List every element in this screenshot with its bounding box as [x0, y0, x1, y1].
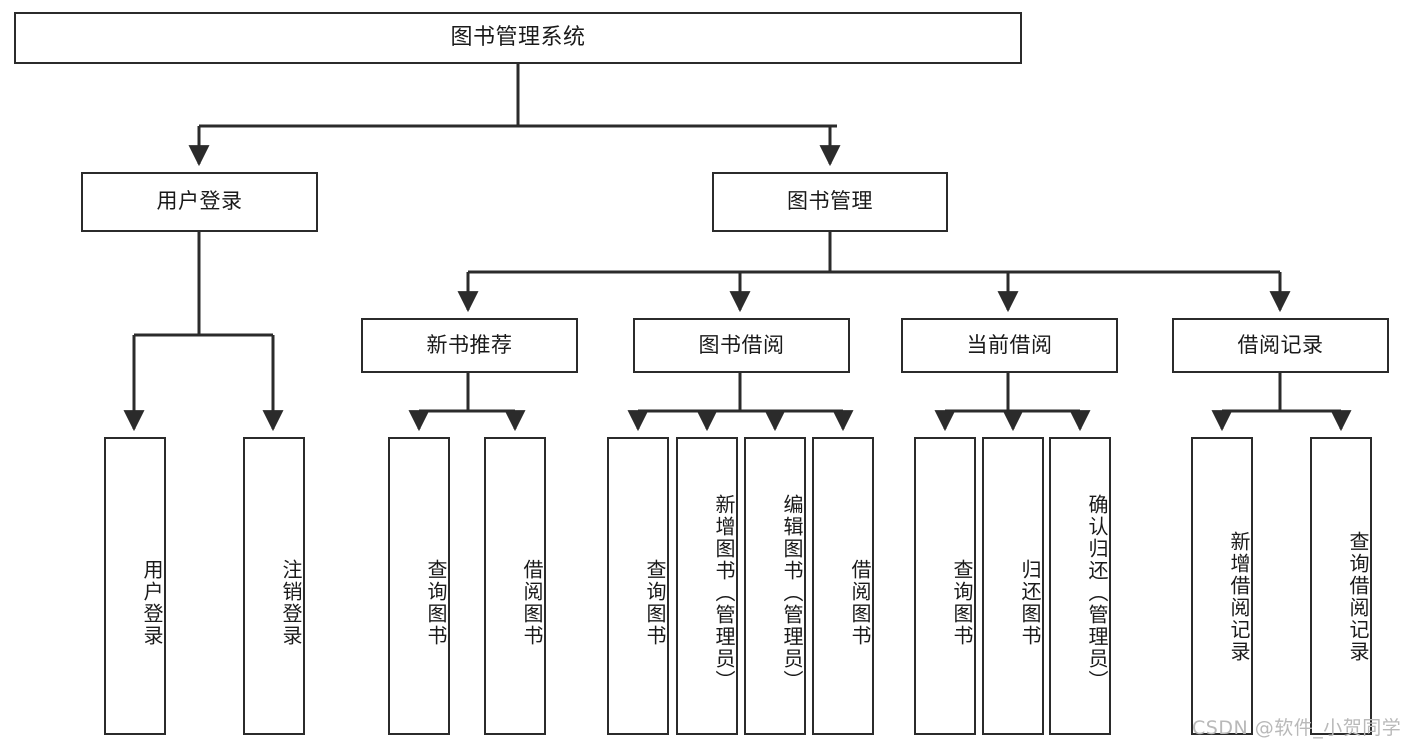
node-leaf-borrow-book-1[interactable]: 借阅图书 [484, 437, 546, 735]
node-user-login[interactable]: 用户登录 [81, 172, 318, 232]
node-leaf-add-record-label: 新增借阅记录 [1227, 531, 1251, 663]
node-leaf-confirm-return[interactable]: 确认归还（管理员） [1049, 437, 1111, 735]
node-leaf-query-book-1[interactable]: 查询图书 [388, 437, 450, 735]
node-current-borrow-label: 当前借阅 [966, 332, 1053, 357]
node-leaf-query-book-1-label: 查询图书 [424, 559, 448, 647]
node-leaf-borrow-book-2-label: 借阅图书 [848, 559, 872, 647]
node-leaf-user-login[interactable]: 用户登录 [104, 437, 166, 735]
node-book-borrow-label: 图书借阅 [698, 332, 785, 357]
node-leaf-user-login-label: 用户登录 [140, 559, 164, 647]
node-new-book-rec-label: 新书推荐 [426, 332, 513, 357]
node-current-borrow[interactable]: 当前借阅 [901, 318, 1118, 373]
node-leaf-query-book-2[interactable]: 查询图书 [607, 437, 669, 735]
node-borrow-record-label: 借阅记录 [1237, 332, 1324, 357]
node-leaf-return-book[interactable]: 归还图书 [982, 437, 1044, 735]
node-leaf-return-book-label: 归还图书 [1018, 559, 1042, 647]
node-leaf-logout[interactable]: 注销登录 [243, 437, 305, 735]
node-leaf-query-book-3[interactable]: 查询图书 [914, 437, 976, 735]
node-leaf-borrow-book-2[interactable]: 借阅图书 [812, 437, 874, 735]
node-leaf-query-book-3-label: 查询图书 [950, 559, 974, 647]
node-borrow-record[interactable]: 借阅记录 [1172, 318, 1389, 373]
node-leaf-confirm-return-label: 确认归还（管理员） [1085, 494, 1109, 692]
node-leaf-query-record[interactable]: 查询借阅记录 [1310, 437, 1372, 735]
node-book-manage-label: 图书管理 [787, 189, 873, 214]
node-user-login-label: 用户登录 [156, 189, 243, 214]
node-root-label: 图书管理系统 [450, 24, 586, 50]
node-book-manage[interactable]: 图书管理 [712, 172, 948, 232]
node-leaf-borrow-book-1-label: 借阅图书 [520, 559, 544, 647]
node-leaf-add-book[interactable]: 新增图书（管理员） [676, 437, 738, 735]
node-leaf-add-book-label: 新增图书（管理员） [712, 494, 736, 692]
csdn-watermark: CSDN @软件_小贺同学 [1192, 717, 1402, 739]
node-new-book-rec[interactable]: 新书推荐 [361, 318, 578, 373]
node-leaf-add-record[interactable]: 新增借阅记录 [1191, 437, 1253, 735]
node-leaf-logout-label: 注销登录 [279, 559, 303, 647]
node-leaf-edit-book-label: 编辑图书（管理员） [780, 494, 804, 692]
node-leaf-edit-book[interactable]: 编辑图书（管理员） [744, 437, 806, 735]
node-book-borrow[interactable]: 图书借阅 [633, 318, 850, 373]
node-root[interactable]: 图书管理系统 [14, 12, 1022, 64]
node-leaf-query-record-label: 查询借阅记录 [1346, 531, 1370, 663]
node-leaf-query-book-2-label: 查询图书 [643, 559, 667, 647]
